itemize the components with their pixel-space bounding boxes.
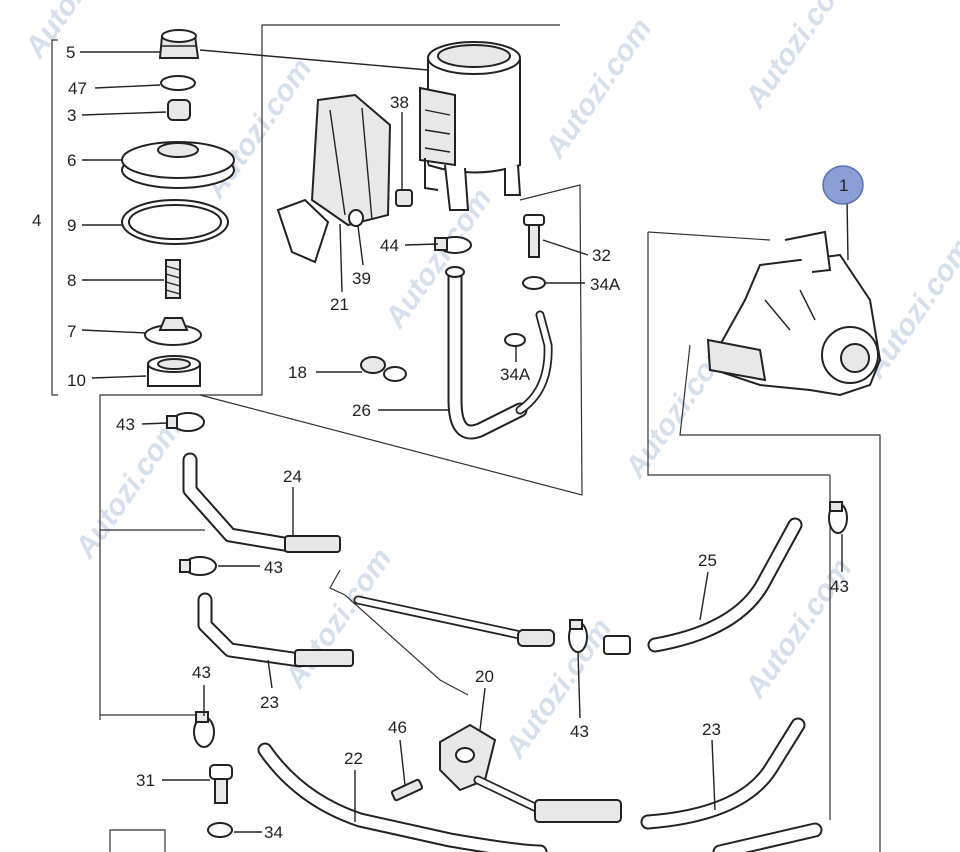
frame-pump-right [679,344,881,852]
label-4: 4 [32,211,41,230]
part-43-clamp [568,619,588,653]
part-23-hose-right [640,717,806,830]
label-22: 22 [344,749,363,768]
label-8: 8 [67,271,76,290]
label-23-right: 23 [702,720,721,739]
label-6: 6 [67,151,76,170]
part-34-washer [207,822,233,838]
part-7-valve [144,317,202,346]
label-43-c: 43 [830,577,849,596]
leader-line [846,197,849,261]
part-32-bolt [523,214,545,258]
part-21-bracket [276,93,392,264]
watermark-text: Autozi.com [538,13,658,165]
part-46-bolt [390,778,424,802]
label-25: 25 [698,551,717,570]
frame-bottom-left [109,829,166,852]
part-3-bushing [167,99,191,121]
label-44: 44 [380,236,399,255]
watermark-text: Autozi.com [738,553,858,705]
part-44-clamp [434,236,472,254]
part-9-seal-ring [121,199,229,245]
callout-marker [822,165,864,205]
label-43-e: 43 [570,722,589,741]
label-7: 7 [67,322,76,341]
part-10-sleeve [147,355,201,387]
part-22-hose [257,742,823,852]
watermark-text: Autozi.com [278,543,398,695]
part-34A-washer-lower [504,333,526,347]
label-47: 47 [68,79,87,98]
watermark-text: Autozi.com [18,0,138,65]
label-5: 5 [66,43,75,62]
label-43-d: 43 [192,663,211,682]
label-34A: 34A [590,275,621,294]
part-pressure-pipe [353,595,555,647]
part-26-return-hose [445,266,553,440]
part-38-bolt [395,189,413,207]
part-labels: 5 47 3 6 4 9 8 7 10 43 38 44 39 21 32 34… [32,43,849,842]
part-6-disc [121,141,235,189]
part-8-spring [165,259,181,299]
part-23-hose-left [197,592,354,668]
group-frames [51,24,881,852]
label-18: 18 [288,363,307,382]
watermark-text: Autozi.com [738,0,858,115]
part-25-hose [603,517,803,655]
bracket-group-4 [51,39,58,396]
label-20: 20 [475,667,494,686]
part-34A-washer [522,276,546,290]
frame-pipe-20 [329,569,469,696]
label-34: 34 [264,823,283,842]
label-46: 46 [388,718,407,737]
watermark-text: Autozi.com [68,413,188,565]
label-3: 3 [67,106,76,125]
leader-lines [80,49,843,833]
label-34A-lower: 34A [500,365,531,384]
label-31: 31 [136,771,155,790]
part-43-clamp [828,501,848,534]
part-5-cap [158,29,200,59]
part-20-valve-block [439,723,622,823]
label-39: 39 [352,269,371,288]
part-24-hose [182,452,341,553]
label-24: 24 [283,467,302,486]
part-47-o-ring [160,75,196,91]
frame-reservoir-left [99,25,263,720]
part-43-clamp [166,412,205,432]
label-43: 43 [116,415,135,434]
part-31-bolt [209,764,233,804]
label-32: 32 [592,246,611,265]
frame-pump-left [647,232,830,476]
callout-marker-label: 1 [839,176,848,195]
part-18-clip [360,356,407,382]
part-43-clamp [193,711,215,748]
part-39-washer [348,209,364,227]
part-reservoir [419,41,522,211]
part-43-clamp [179,556,217,576]
label-10: 10 [67,371,86,390]
label-26: 26 [352,401,371,420]
label-9: 9 [67,216,76,235]
frame-reservoir-right [199,184,583,496]
label-43-b: 43 [264,558,283,577]
part-1-steering-pump [706,230,882,397]
frame-pump-top [647,231,771,241]
label-38: 38 [390,93,409,112]
label-21: 21 [330,295,349,314]
label-23: 23 [260,693,279,712]
